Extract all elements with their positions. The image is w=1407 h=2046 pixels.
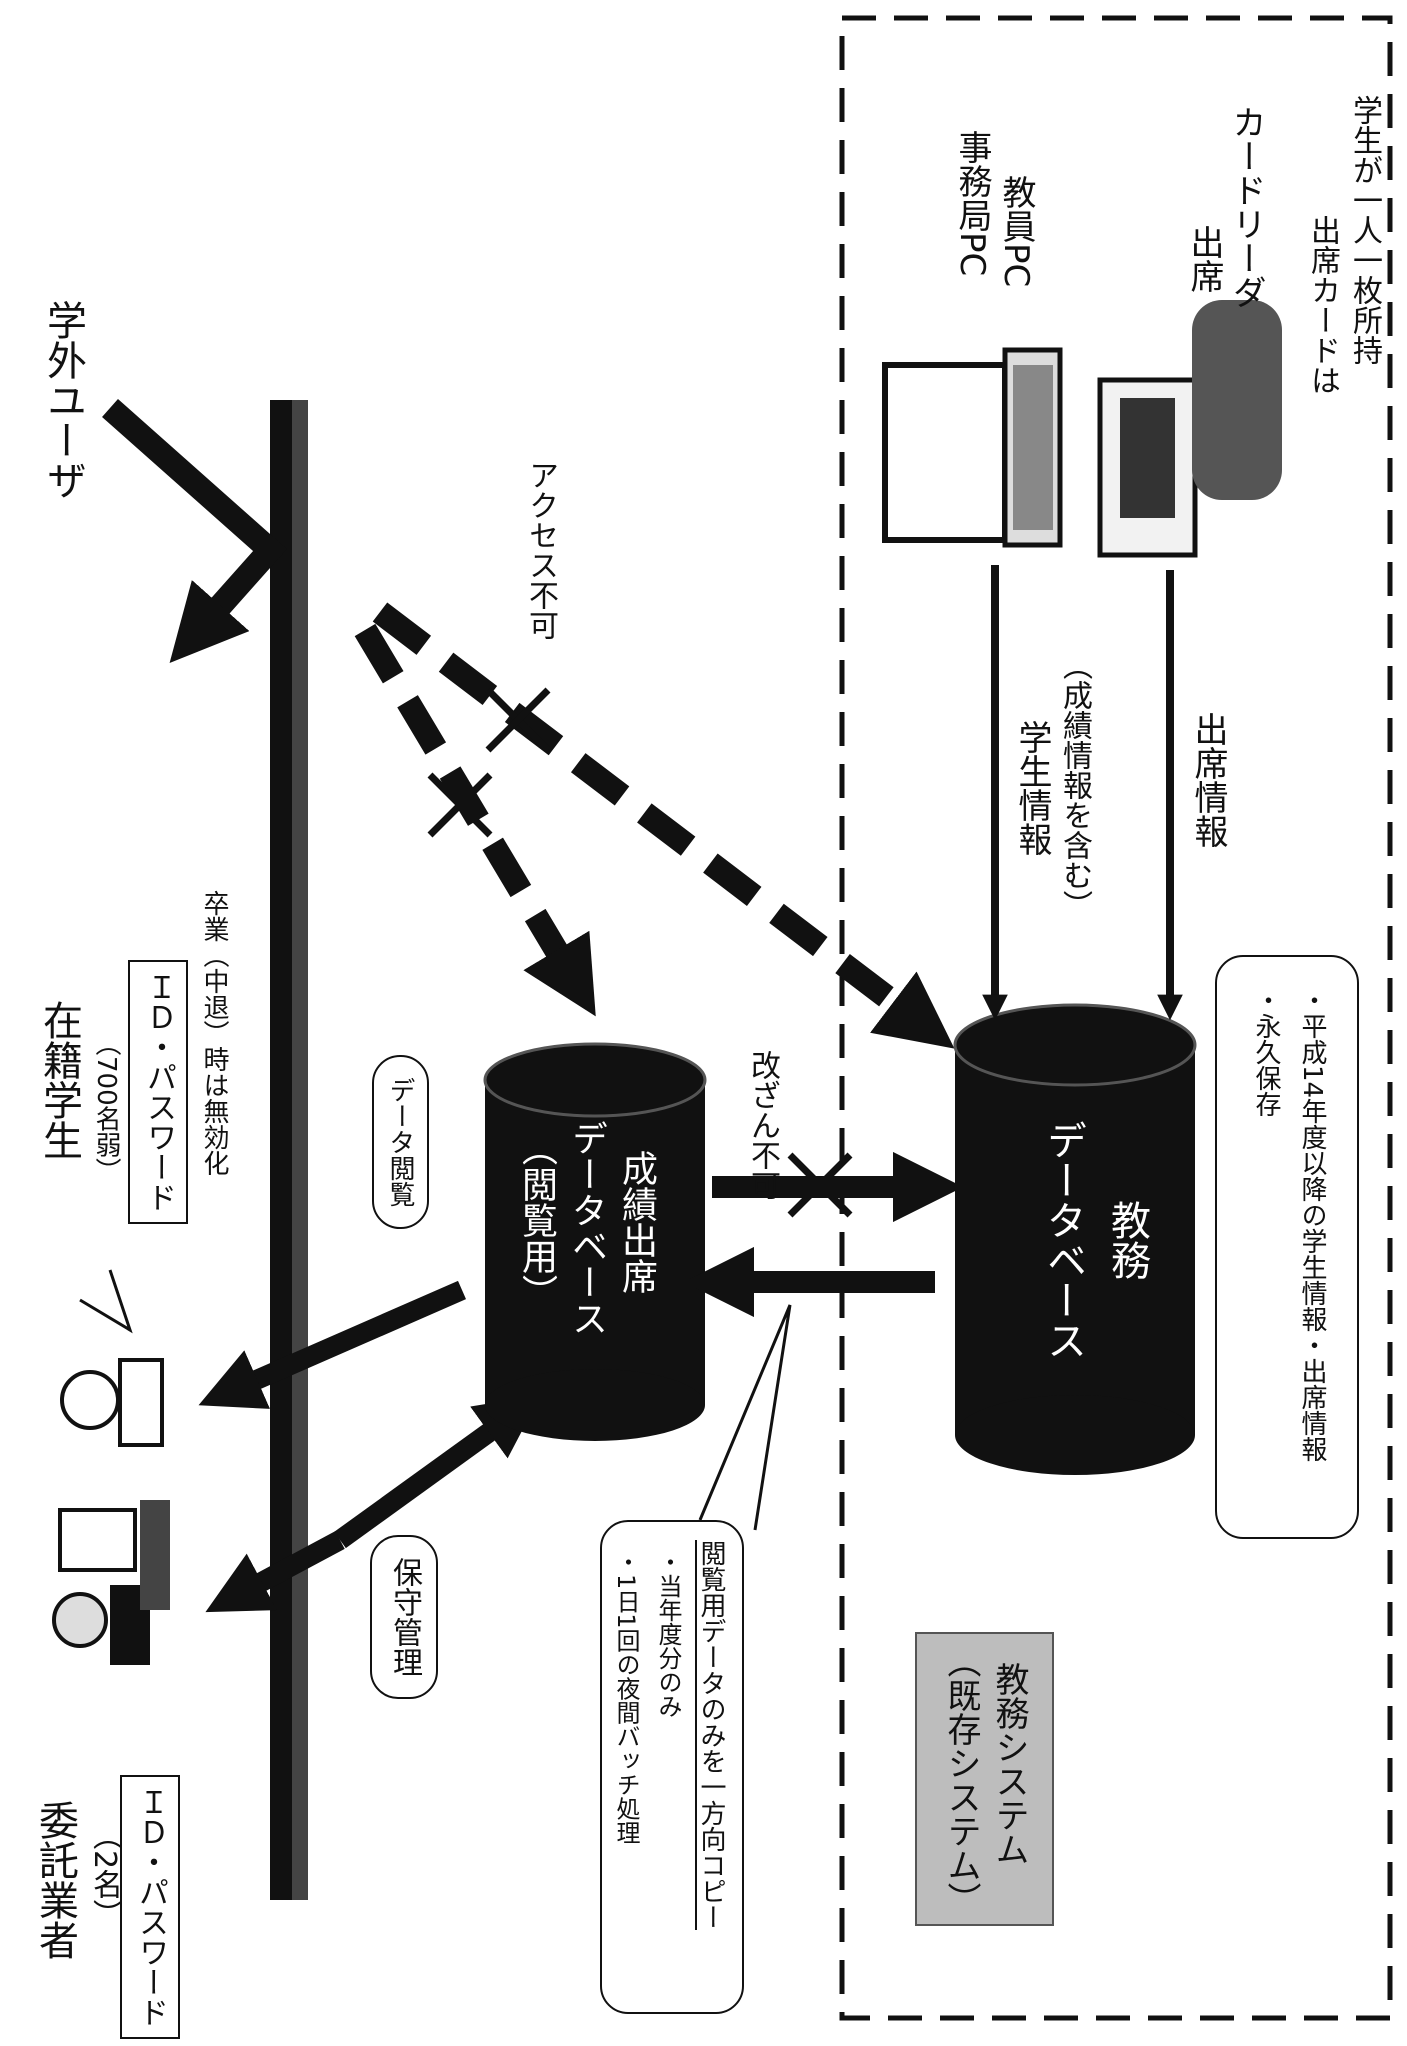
access-denied-label: アクセス不可 [523,460,558,640]
laptop-icon [882,347,1063,548]
system-label-line1: 教務システム [989,1662,1029,1866]
student-info-line2: （成績情報を含む） [1057,650,1092,920]
contractor-person-icon [52,1500,170,1665]
maintenance-arrow-down [205,1531,345,1613]
main-db-cylinder [953,1003,1197,1475]
tamper-x-mark [787,1152,853,1218]
contractor-count: （2名） [87,1820,122,1930]
no-tamper-label: 改ざん不可 [745,1050,780,1200]
denied-arrow-to-view-db [354,623,596,1017]
student-title: 在籍学生 [36,1000,82,1160]
student-person-icon [60,1269,164,1447]
student-credential-box: ＩＤ・パスワード [128,960,188,1224]
outside-user-label: 学外ユーザ [40,300,86,500]
student-count: （700名弱） [91,1030,121,1184]
main-db-note-item2: ・永久保存 [1251,987,1281,1117]
maintenance-arrow-up [334,1395,541,1549]
view-db-line3: （閲覧用） [516,1130,557,1310]
deny-x-mark-1 [427,772,493,838]
reader-line1: 出席 [1184,225,1224,293]
student-note: 卒業（中退）時は無効化 [199,890,229,1176]
system-label-box: 教務システム （既存システム） [915,1632,1054,1926]
main-db-note-item1: ・平成14年度以降の学生情報・出席情報 [1297,987,1327,1463]
main-db-line1: 教務 [1104,1200,1150,1280]
copy-note-box: 閲覧用データのみを一方向コピー ・当年度分のみ ・1日1回の夜間バッチ処理 [600,1520,744,2014]
pcs-line2: 教員PC [996,175,1036,288]
view-db-line1: 成績出席 [616,1150,657,1294]
student-info-line1: 学生情報 [1012,720,1052,856]
system-label-line2: （既存システム） [941,1644,981,1916]
copy-note-item1: ・当年度分のみ [654,1550,682,1718]
reader-line2: カードリーダ [1226,105,1266,309]
copy-note-item2: ・1日1回の夜間バッチ処理 [612,1550,640,1845]
contractor-credential-box: ＩＤ・パスワード [120,1775,180,2039]
maintenance-pill: 保守管理 [370,1535,438,1699]
firewall-label: ファイアーウォール [315,920,359,1262]
copy-callout-pointer [698,1304,792,1531]
card-reader-icon [1097,300,1282,558]
browse-pill: データ閲覧 [372,1055,429,1229]
card-note-line1: 出席カードは [1305,215,1340,395]
contractor-title: 委託業者 [32,1800,78,1960]
view-db-line2: データベース [566,1120,607,1336]
deny-x-mark-2 [485,687,551,753]
main-db-note-box: ・平成14年度以降の学生情報・出席情報 ・永久保存 [1215,955,1359,1539]
outside-user-arrow [102,399,287,663]
denied-arrow-to-main-db [372,602,955,1049]
copy-note-title: 閲覧用データのみを一方向コピー [696,1540,726,1930]
view-db-cylinder [483,1042,707,1441]
existing-system-boundary [839,15,1393,2021]
main-db-line2: データベース [1040,1120,1086,1360]
card-note-line2: 学生が一人一枚所持 [1347,95,1382,365]
browse-arrow [198,1280,467,1409]
firewall-cap [292,400,308,1900]
pcs-line1: 事務局PC [952,130,992,277]
attendance-info-label: 出席情報 [1188,712,1228,848]
